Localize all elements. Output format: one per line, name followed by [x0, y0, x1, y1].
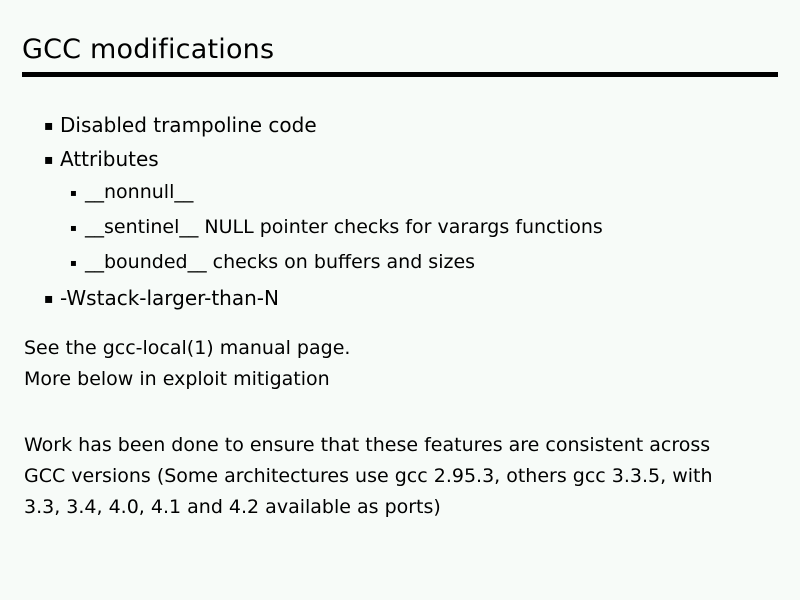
list-item: ▪ -Wstack-larger-than-N — [44, 283, 764, 313]
notes-block: See the gcc-local(1) manual page. More b… — [24, 333, 764, 395]
notes-line-manual-page: See the gcc-local(1) manual page. — [24, 337, 351, 359]
bullet-list: ▪ Disabled trampoline code ▪ Attributes … — [44, 110, 764, 317]
square-bullet-icon: ▪ — [70, 258, 77, 269]
paragraph-block: Work has been done to ensure that these … — [24, 430, 769, 523]
paragraph-line-3: 3.3, 3.4, 4.0, 4.1 and 4.2 available as … — [24, 496, 441, 518]
sub-list-item-label: __bounded__ checks on buffers and sizes — [85, 251, 476, 273]
square-bullet-icon: ▪ — [44, 152, 54, 168]
list-item-label: Disabled trampoline code — [60, 113, 317, 137]
page-title: GCC modifications — [22, 34, 275, 65]
square-bullet-icon: ▪ — [70, 223, 77, 234]
sub-list-item: ▪ __bounded__ checks on buffers and size… — [70, 248, 764, 277]
notes-line-more-below: More below in exploit mitigation — [24, 368, 330, 390]
square-bullet-icon: ▪ — [70, 188, 77, 199]
paragraph-line-2: GCC versions (Some architectures use gcc… — [24, 465, 713, 487]
title-underline-rule — [22, 72, 778, 77]
list-item: ▪ Attributes — [44, 144, 764, 174]
sub-list-item-label: __sentinel__ NULL pointer checks for var… — [85, 216, 603, 238]
sub-list-item: ▪ __nonnull__ — [70, 178, 764, 207]
sub-list-item: ▪ __sentinel__ NULL pointer checks for v… — [70, 213, 764, 242]
list-item: ▪ Disabled trampoline code — [44, 110, 764, 140]
list-item-label: -Wstack-larger-than-N — [60, 286, 279, 310]
square-bullet-icon: ▪ — [44, 118, 54, 134]
list-item-label: Attributes — [60, 147, 159, 171]
paragraph-line-1: Work has been done to ensure that these … — [24, 434, 711, 456]
square-bullet-icon: ▪ — [44, 291, 54, 307]
slide-title-block: GCC modifications — [22, 34, 778, 77]
sub-list-item-label: __nonnull__ — [85, 181, 194, 203]
